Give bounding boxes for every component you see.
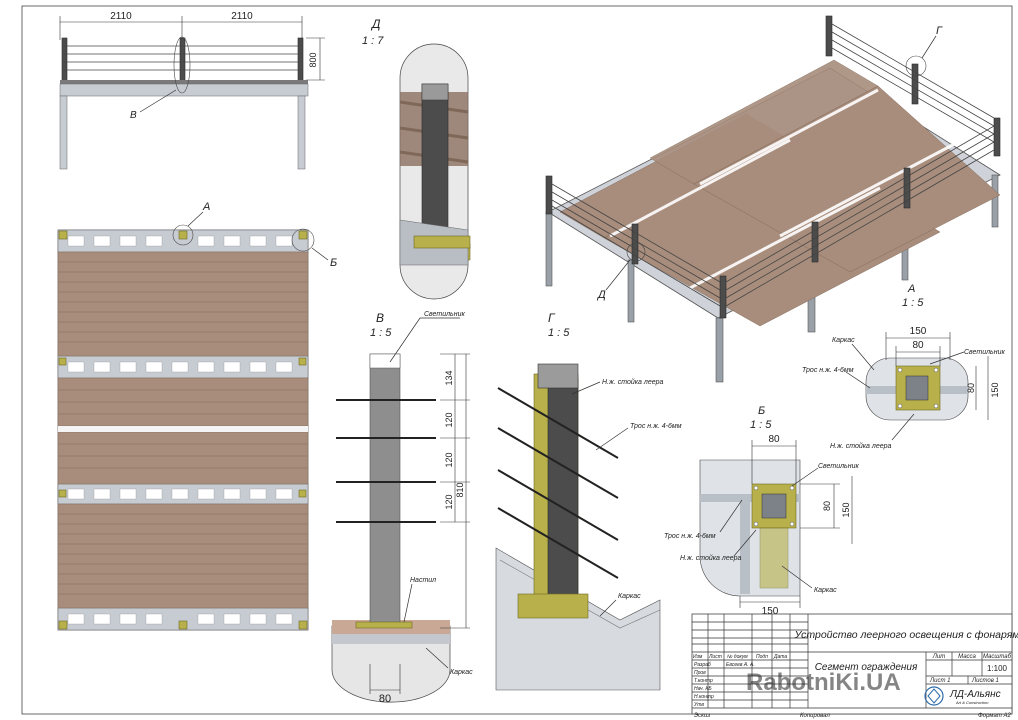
tb-format: Формат А2 bbox=[978, 713, 1011, 719]
label-v-frame: Каркас bbox=[450, 669, 473, 676]
tb-col-mass: Масса bbox=[958, 654, 976, 660]
label-b-frame: Каркас bbox=[814, 587, 837, 594]
view-g-title: Г bbox=[548, 311, 556, 325]
tb-company-sub: Art & Construction bbox=[955, 700, 989, 705]
detail-view-a: А 1 : 5 150 80 80 150 Каркас Светильник … bbox=[802, 283, 1005, 450]
label-b-cable: Трос н.ж. 4-6мм bbox=[664, 533, 716, 540]
label-g-frame: Каркас bbox=[618, 593, 641, 600]
callout-b-elev: В bbox=[130, 110, 137, 121]
detail-view-g: Г 1 : 5 Н.ж. стойка леера Трос н.ж. 4-6м… bbox=[495, 311, 682, 691]
dim-a-h2: 150 bbox=[990, 382, 1000, 397]
tb-role-approve: Утв bbox=[694, 702, 704, 708]
dim-a-w: 150 bbox=[910, 326, 927, 337]
view-g-scale: 1 : 5 bbox=[548, 327, 570, 339]
sheet-frame bbox=[21, 5, 1013, 715]
dim-v-total: 810 bbox=[455, 482, 465, 497]
view-a-scale: 1 : 5 bbox=[902, 297, 924, 309]
view-a-title: А bbox=[907, 283, 915, 295]
label-v-deck: Настил bbox=[410, 577, 436, 584]
tb-head-izm: Изм bbox=[693, 654, 703, 660]
detail-view-d: Д 1 : 7 bbox=[362, 17, 471, 300]
tb-company: ЛД-Альянс bbox=[949, 689, 1001, 700]
label-b-post: Н.ж. стойка леера bbox=[680, 554, 742, 562]
tb-role-ncontr: Н.контр bbox=[694, 694, 714, 700]
company-logo-icon bbox=[924, 686, 944, 706]
dim-span-right: 2110 bbox=[231, 11, 253, 22]
view-v-scale: 1 : 5 bbox=[370, 327, 392, 339]
view-b-title: Б bbox=[758, 405, 765, 417]
title-block: Устройство леерного освещения с фонарями… bbox=[691, 613, 1018, 719]
tb-head-date: Дата bbox=[773, 654, 787, 660]
dim-height: 800 bbox=[308, 52, 318, 67]
callout-a-plan: А bbox=[202, 201, 210, 213]
view-d-scale: 1 : 7 bbox=[362, 35, 384, 47]
isometric-view: Г Д bbox=[545, 15, 1001, 383]
dim-v-bottom: 80 bbox=[379, 693, 391, 705]
dim-v-2: 120 bbox=[444, 452, 454, 467]
tb-drawing: Сегмент ограждения bbox=[815, 662, 918, 673]
view-b-scale: 1 : 5 bbox=[750, 419, 772, 431]
view-v-title: В bbox=[376, 311, 384, 325]
tb-col-lit: Лит bbox=[932, 654, 945, 660]
label-a-post: Н.ж. стойка леера bbox=[830, 442, 892, 450]
label-b-light: Светильник bbox=[818, 463, 859, 470]
side-elevation: 2110 2110 800 В bbox=[59, 11, 325, 170]
tb-sheet: Лист 1 bbox=[929, 678, 950, 684]
label-g-post: Н.ж. стойка леера bbox=[602, 378, 664, 386]
dim-span-left: 2110 bbox=[110, 11, 132, 22]
dim-v-1: 120 bbox=[444, 412, 454, 427]
label-g-cable: Трос н.ж. 4-6мм bbox=[630, 423, 682, 430]
label-a-frame: Каркас bbox=[832, 337, 855, 344]
dim-b-bottom: 150 bbox=[762, 606, 779, 617]
tb-role-chief: Нач. КБ bbox=[694, 686, 712, 692]
label-a-light: Светильник bbox=[964, 349, 1005, 356]
detail-view-v: В 1 : 5 134 120 120 120 810 bbox=[331, 311, 473, 705]
view-d-title: Д bbox=[370, 17, 381, 31]
tb-col-scale: Масштаб bbox=[983, 654, 1012, 660]
callout-b-plan: Б bbox=[330, 257, 337, 269]
label-v-light: Светильник bbox=[424, 311, 465, 318]
tb-head-doc: № докум bbox=[727, 654, 748, 660]
tb-role-tcontr: Т.контр bbox=[694, 678, 713, 684]
watermark: RabotniKi.UA bbox=[746, 669, 901, 696]
tb-scale-value: 1:100 bbox=[987, 664, 1008, 673]
dim-v-3: 120 bbox=[444, 494, 454, 509]
callout-d-iso: Д bbox=[596, 289, 606, 301]
tb-role-check: Пров bbox=[694, 670, 706, 676]
dim-a-i: 80 bbox=[912, 340, 924, 351]
label-a-cable: Трос н.ж. 4-6мм bbox=[802, 367, 854, 374]
dim-b-top: 80 bbox=[768, 434, 780, 445]
deck-plan: А Б bbox=[57, 201, 337, 631]
dim-b-h2: 150 bbox=[841, 502, 851, 517]
tb-author: Евсеев А. А. bbox=[726, 662, 755, 668]
dim-b-h1: 80 bbox=[822, 501, 832, 511]
tb-head-list: Лист bbox=[708, 654, 722, 660]
dim-a-h1: 80 bbox=[966, 383, 976, 393]
detail-view-b: Б 1 : 5 80 80 150 150 Светильник Трос н.… bbox=[664, 405, 859, 617]
tb-bottom-left: Эскиз bbox=[694, 713, 710, 719]
tb-bottom-mid: Копировал bbox=[800, 713, 830, 719]
dim-v-0: 134 bbox=[444, 370, 454, 385]
callout-g-iso: Г bbox=[936, 25, 943, 37]
tb-sheets: Листов 1 bbox=[971, 678, 999, 684]
tb-project: Устройство леерного освещения с фонарями bbox=[794, 629, 1018, 641]
tb-head-sign: Подп bbox=[756, 654, 768, 660]
tb-role-dev: Разраб bbox=[694, 662, 711, 668]
